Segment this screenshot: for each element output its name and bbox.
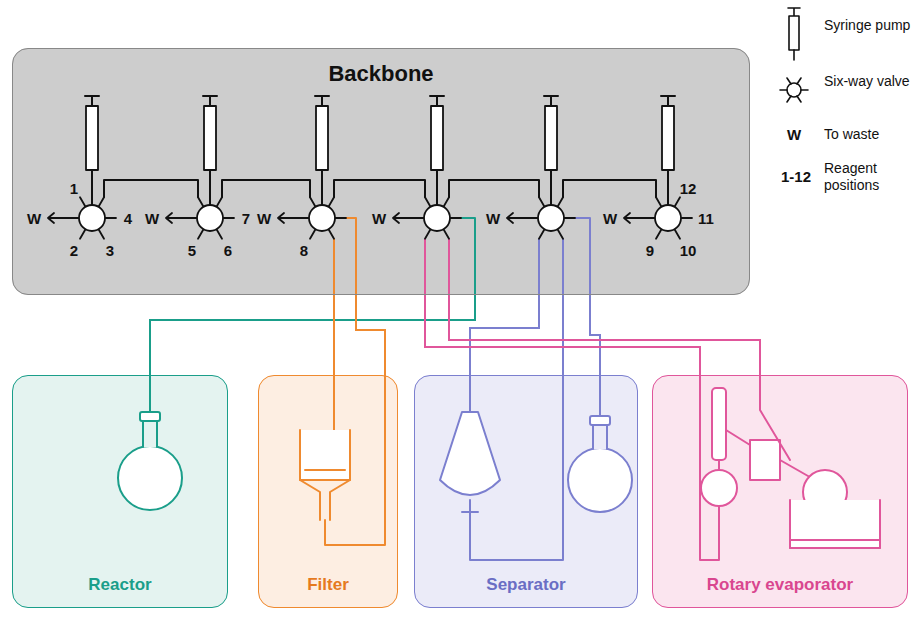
waste-mark: W (787, 126, 801, 143)
waste-mark: W (372, 210, 386, 227)
module-label: Separator (415, 575, 637, 595)
waste-mark: W (27, 210, 41, 227)
reagent-position-number: 7 (242, 210, 250, 227)
module-box: Rotary evaporator (652, 375, 908, 608)
waste-mark: W (257, 210, 271, 227)
tubing-line (590, 295, 600, 375)
module-label: Rotary evaporator (653, 575, 907, 595)
tubing-line (356, 295, 385, 375)
backbone-panel: Backbone (12, 48, 750, 295)
module-box: Reactor (12, 375, 228, 608)
module-box: Separator (414, 375, 638, 608)
reagent-position-number: 4 (124, 210, 132, 227)
waste-mark: W (486, 210, 500, 227)
reagent-position-number: 6 (224, 242, 232, 259)
legend-text: Syringe pump (824, 17, 912, 34)
waste-mark: W (145, 210, 159, 227)
tubing-line (150, 295, 475, 375)
tubing-line (470, 295, 539, 375)
reagent-position-number: 5 (188, 242, 196, 259)
reagent-position-number: 3 (106, 242, 114, 259)
module-label: Filter (259, 575, 397, 595)
reagent-position-number: 11 (698, 210, 714, 227)
reagent-position-number: 2 (70, 242, 78, 259)
tubing-line (333, 295, 335, 375)
reagent-position-number: 1-12 (781, 168, 811, 185)
module-box: Filter (258, 375, 398, 608)
panel-title: Backbone (13, 61, 749, 87)
tubing-line (449, 295, 760, 375)
tubing-line (562, 295, 564, 375)
legend-text: Six-way valve (824, 73, 912, 90)
reagent-position-number: 8 (300, 242, 308, 259)
module-label: Reactor (13, 575, 227, 595)
reagent-position-number: 12 (680, 180, 697, 197)
tubing-line (425, 295, 700, 375)
waste-mark: W (603, 210, 617, 227)
reagent-position-number: 10 (680, 242, 697, 259)
reagent-position-number: 9 (646, 242, 654, 259)
legend-text: Reagent positions (824, 160, 912, 194)
reagent-position-number: 1 (70, 180, 78, 197)
legend-text: To waste (824, 126, 912, 143)
